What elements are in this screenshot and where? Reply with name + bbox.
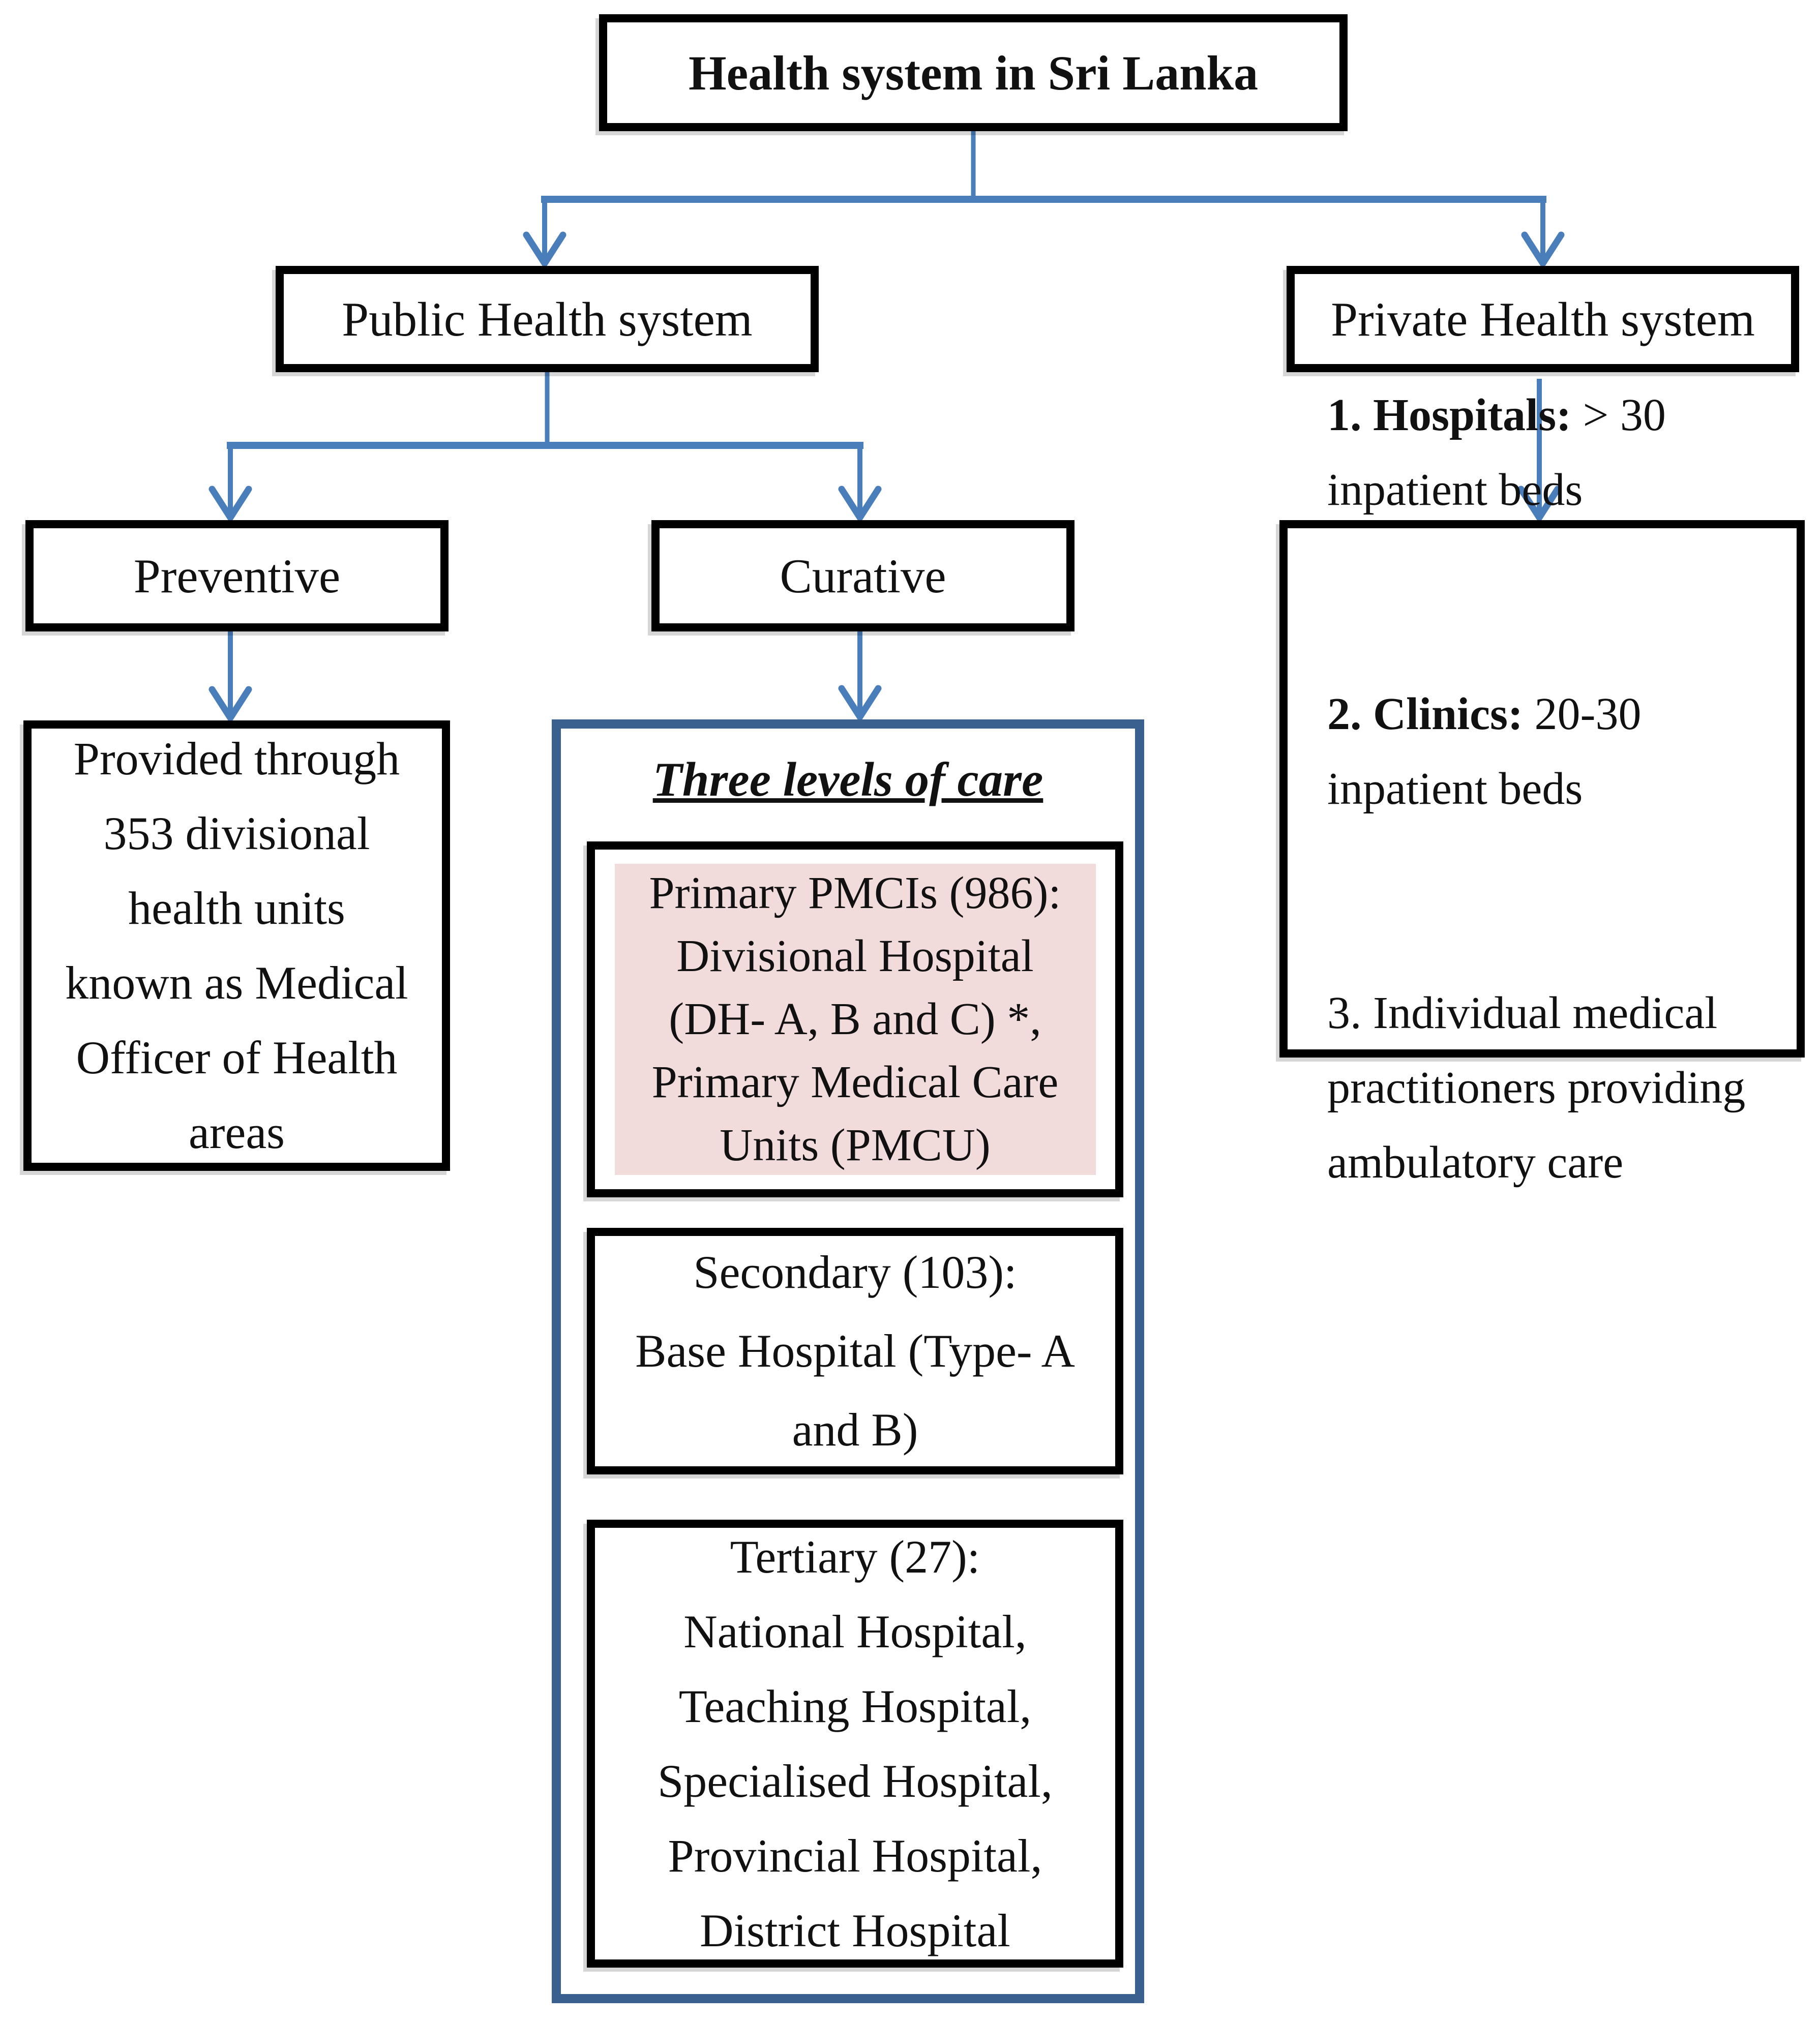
arrowhead-preventive-detail [208, 686, 252, 725]
arrowhead-preventive [208, 486, 252, 524]
three-levels-container [552, 719, 1144, 2003]
node-public-health-system: Public Health system [276, 266, 819, 372]
arrowhead-public [523, 231, 566, 270]
node-preventive: Preventive [25, 520, 449, 631]
arrowhead-private-detail [1517, 486, 1561, 524]
private-item-1-text: > 30 inpatient beds [1327, 390, 1666, 515]
private-detail-item-hospitals: 1. Hospitals: > 30 inpatient beds [1327, 378, 1745, 527]
private-detail-item-clinics: 2. Clinics: 20-30 inpatient beds [1327, 677, 1745, 826]
secondary-level-text: Secondary (103): Base Hospital (Type- A … [635, 1246, 1075, 1456]
level-box-tertiary: Tertiary (27): National Hospital, Teachi… [587, 1520, 1123, 1968]
level-box-primary: Primary PMCIs (986): Divisional Hospital… [587, 841, 1123, 1197]
private-item-3-label: 3. [1327, 988, 1362, 1038]
private-node-label: Private Health system [1331, 292, 1755, 346]
node-private-health-system: Private Health system [1287, 266, 1799, 372]
root-node-label: Health system in Sri Lanka [688, 45, 1259, 100]
level-box-secondary: Secondary (103): Base Hospital (Type- A … [587, 1228, 1123, 1474]
preventive-detail-box: Provided through 353 divisional health u… [23, 720, 450, 1171]
private-detail-list: 1. Hospitals: > 30 inpatient beds 2. Cli… [1327, 228, 1745, 1349]
node-curative: Curative [651, 520, 1075, 631]
private-item-1-label: 1. Hospitals: [1327, 390, 1572, 440]
preventive-node-label: Preventive [133, 549, 341, 603]
private-detail-box: 1. Hospitals: > 30 inpatient beds 2. Cli… [1279, 390, 1805, 1188]
arrowhead-curative [838, 486, 882, 524]
private-item-3-text: Individual medical practitioners providi… [1327, 988, 1746, 1188]
root-node-health-system: Health system in Sri Lanka [599, 14, 1348, 131]
primary-highlight-area: Primary PMCIs (986): Divisional Hospital… [614, 864, 1096, 1175]
arrowhead-private [1521, 231, 1565, 270]
three-levels-title: Three levels of care [652, 752, 1043, 806]
tertiary-level-text: Tertiary (27): National Hospital, Teachi… [658, 1530, 1053, 1956]
primary-level-text: Primary PMCIs (986): Divisional Hospital… [649, 868, 1061, 1170]
curative-node-label: Curative [780, 549, 946, 603]
preventive-detail-text: Provided through 353 divisional health u… [65, 733, 408, 1158]
private-item-2-text: 20-30 inpatient beds [1327, 689, 1642, 814]
private-item-2-label: 2. Clinics: [1327, 689, 1524, 739]
arrowhead-curative-detail [838, 685, 882, 723]
private-detail-item-practitioners: 3. Individual medical practitioners prov… [1327, 976, 1745, 1200]
public-node-label: Public Health system [342, 292, 753, 346]
